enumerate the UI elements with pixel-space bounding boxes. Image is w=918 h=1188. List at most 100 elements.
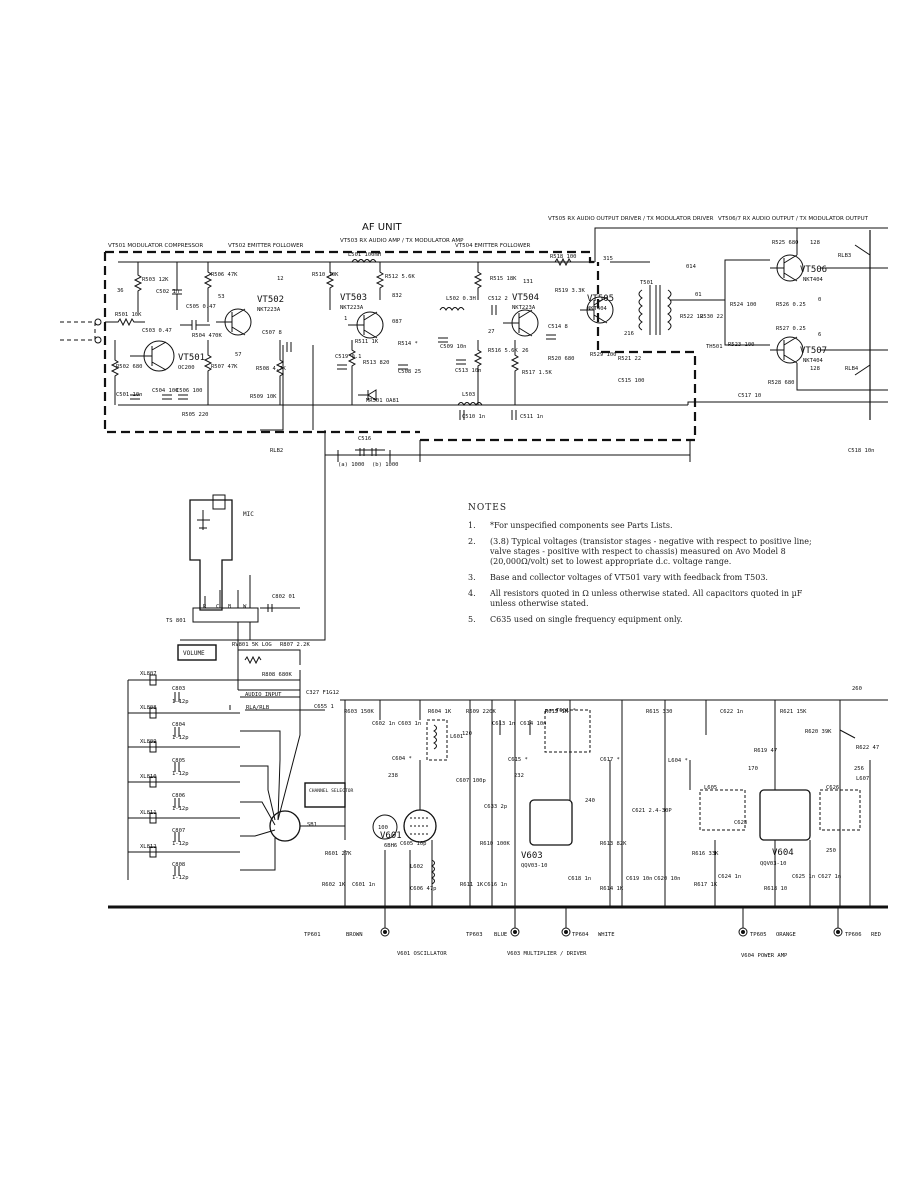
vt505-ref: VT505 — [587, 294, 614, 304]
r620-line — [790, 699, 856, 739]
c806-label: C806 — [172, 793, 185, 799]
c607-label: C607 100p — [456, 778, 486, 784]
c502 — [172, 262, 182, 310]
tv-014: 014 — [686, 264, 697, 270]
tv-36: 36 — [117, 288, 124, 294]
tv-128b: 128 — [810, 366, 820, 372]
af-output-wiring — [180, 345, 691, 641]
l602-label: L602 — [410, 864, 423, 870]
c516 — [359, 448, 377, 456]
note-item: 2.(3.8) Typical voltages (transistor sta… — [468, 537, 828, 567]
note-number: 4. — [468, 589, 476, 598]
r520-label: R520 680 — [548, 356, 575, 362]
vt506-ref: VT506 — [800, 265, 827, 275]
tv-256: 256 — [854, 766, 864, 772]
tp605-color: ORANGE — [776, 932, 796, 938]
c508 — [398, 364, 408, 370]
r502 — [110, 340, 120, 405]
c625-label: C625 1n — [792, 874, 815, 880]
r620-label: R620 39K — [805, 729, 832, 735]
note-text: (3.8) Typical voltages (transistor stage… — [490, 537, 812, 566]
c622-label: C622 1n — [720, 709, 743, 715]
r518 — [548, 257, 590, 267]
r622-label: R622 47 — [856, 745, 879, 751]
vt503-heading: VT503 RX AUDIO AMP / TX MODULATOR AMP — [340, 238, 464, 244]
c519-label: C519 0.1 — [335, 354, 362, 360]
r507-label: R507 47K — [211, 364, 238, 370]
r523-label: R523 100 — [728, 342, 755, 348]
v601-ref: V601 — [380, 831, 402, 841]
c514 — [546, 334, 556, 340]
test-point-symbols — [380, 907, 843, 937]
r517 — [510, 340, 520, 405]
tv-832: 832 — [392, 293, 402, 299]
vt504-leads — [503, 309, 533, 337]
xl811-label: XL811 — [140, 810, 157, 816]
vt502-ref: VT502 — [257, 295, 284, 305]
tp606-color: RED — [871, 932, 881, 938]
notes-block: NOTES 1.*For unspecified components see … — [468, 503, 828, 631]
vt507-type: NKT404 — [803, 358, 824, 364]
t501-label: T501 — [640, 280, 653, 286]
tv-120: 120 — [462, 731, 472, 737]
r612-label: R612 1K — [545, 709, 569, 715]
c327-label: C327 F1G12 — [306, 690, 339, 696]
tp603-id: TP603 — [466, 932, 483, 938]
v604-stage-label: V604 POWER AMP — [741, 953, 788, 959]
r510 — [325, 262, 335, 310]
c511-label: C511 1n — [520, 414, 543, 420]
v601-grids — [410, 817, 430, 835]
mic-pin-w: W — [243, 604, 247, 610]
r528-label: R528 680 — [768, 380, 795, 386]
rla-label: RLA/RLB — [246, 705, 270, 711]
r502-label: R502 680 — [116, 364, 143, 370]
tv-087: 087 — [392, 319, 402, 325]
c513 — [456, 359, 466, 365]
r527-label: R527 0.25 — [776, 326, 806, 332]
mic-cable — [204, 575, 251, 608]
l501 — [351, 259, 377, 263]
c605-label: C605 10p — [400, 841, 427, 847]
tv-0: 0 — [818, 297, 821, 303]
af-positive-rail — [118, 227, 888, 263]
r512 — [375, 262, 385, 300]
tp605-id: TP605 — [750, 932, 767, 938]
c516b-label: (b) 1000 — [372, 462, 399, 468]
mic-pin-b: B — [228, 604, 232, 610]
r524-label: R524 100 — [730, 302, 757, 308]
r516-label: R516 5.6K — [488, 348, 518, 354]
vt501-heading: VT501 MODULATOR COMPRESSOR — [108, 243, 203, 249]
r515-label: R515 18K — [490, 276, 517, 282]
tv-238: 238 — [388, 773, 398, 779]
rlb3-rlb4-contacts — [854, 244, 871, 376]
r617-label: R617 1K — [694, 882, 718, 888]
r522-label: R522 12 — [680, 314, 703, 320]
tv-131: 131 — [523, 279, 533, 285]
c603-label: C603 1n — [398, 721, 421, 727]
terminal-9 — [94, 336, 102, 344]
c802-label: C802 01 — [272, 594, 295, 600]
vt501-ref: VT501 — [178, 353, 205, 363]
c509 — [438, 337, 448, 343]
volume-box — [177, 644, 217, 661]
sb1-to-v601 — [300, 700, 346, 840]
tv-53: 53 — [218, 294, 225, 300]
c806-value: 1-12p — [172, 806, 189, 812]
r525-label: R525 680 — [772, 240, 799, 246]
tv-170: 170 — [748, 766, 758, 772]
tv-27: 27 — [488, 329, 495, 335]
xl812-label: XL812 — [140, 844, 157, 850]
r511-label: R511 1K — [355, 339, 379, 345]
l601-coil — [433, 724, 437, 750]
r619-label: R619 47 — [754, 748, 777, 754]
l502-label: L502 0.3H — [446, 296, 476, 302]
t601-label: T601 * — [556, 708, 576, 714]
r807-label: R807 2.2K — [280, 642, 310, 648]
vt501-leads — [130, 341, 167, 371]
note-text: *For unspecified components see Parts Li… — [490, 521, 673, 530]
audio-input-label: AUDIO INPUT — [245, 692, 282, 698]
c502-label: C502 1n — [156, 289, 179, 295]
c519 — [337, 364, 347, 370]
